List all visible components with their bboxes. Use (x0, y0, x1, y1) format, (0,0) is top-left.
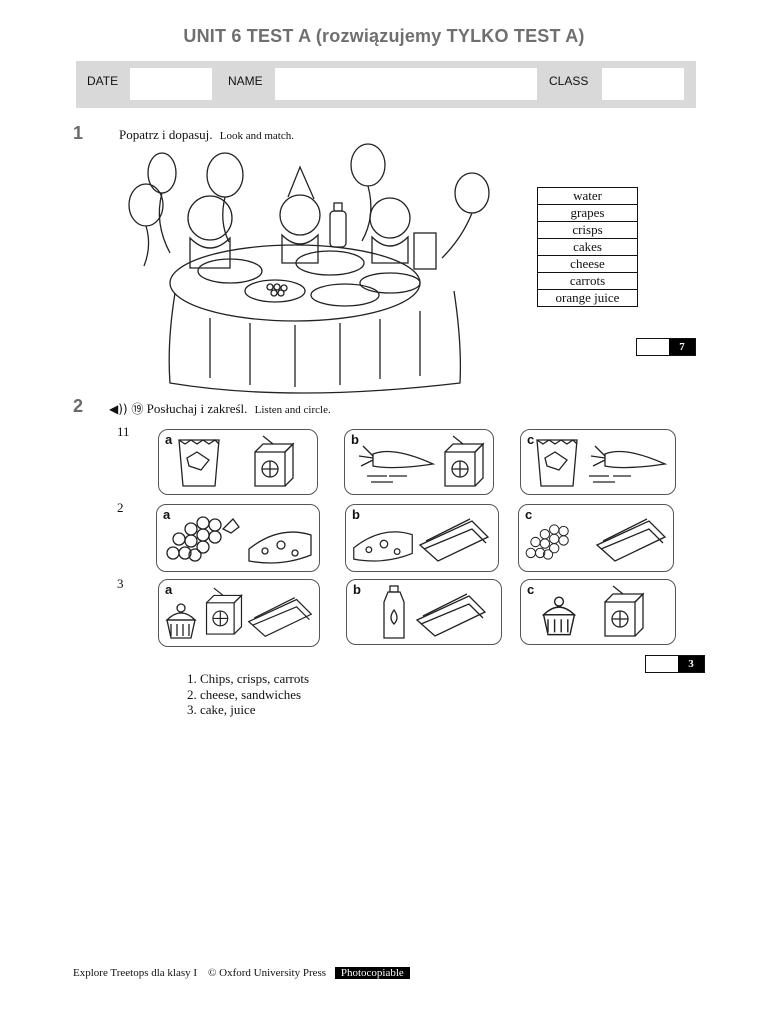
carrot-icon (589, 445, 668, 483)
max-points: 3 (678, 656, 704, 672)
word-row: cheese (537, 255, 638, 273)
answer-line: 2. cheese, sandwiches (187, 686, 302, 702)
juice-box-icon (444, 435, 485, 487)
page-footer: Explore Treetops dla klasy I © Oxford Un… (73, 967, 410, 979)
instruction-polish: Posłuchaj i zakreśl. (146, 401, 248, 416)
score-box: 3 (645, 655, 705, 673)
sandwich-icon (415, 593, 487, 637)
max-points: 7 (669, 339, 695, 355)
answer-line: 1. Chips, crisps, carrots (187, 671, 310, 686)
word-cell[interactable]: orange juice (537, 289, 638, 307)
date-field[interactable] (130, 68, 212, 100)
footer-publisher: © Oxford University Press (208, 967, 327, 979)
exercise-instruction: Popatrz i dopasuj. Look and match. (119, 127, 294, 143)
row-number: 2 (117, 500, 124, 515)
answer-option-card[interactable]: a (158, 579, 320, 647)
cake-icon (541, 596, 577, 636)
cake-icon (165, 603, 197, 639)
option-letter: a (163, 507, 171, 522)
row-number: 3 (117, 576, 124, 591)
word-cell[interactable]: water (537, 187, 638, 205)
option-letter: c (527, 582, 535, 597)
word-cell[interactable]: cheese (537, 255, 638, 273)
water-bottle-icon (383, 585, 405, 639)
score-field[interactable] (637, 339, 669, 355)
photocopiable-badge: Photocopiable (334, 967, 410, 979)
option-letter: a (165, 582, 173, 597)
answer-option-card[interactable]: a (158, 429, 318, 495)
class-label: CLASS (549, 74, 589, 88)
option-letter: b (352, 507, 360, 522)
answer-option-card[interactable]: b (344, 429, 494, 495)
cheese-icon (248, 531, 312, 564)
audio-track-icon: ◀)) ⑲ (109, 402, 144, 416)
word-row: water (537, 187, 638, 205)
grapes-icon (166, 516, 240, 562)
answer-option-card[interactable]: a (156, 504, 320, 572)
word-cell[interactable]: carrots (537, 272, 638, 290)
option-letter: b (353, 582, 361, 597)
word-row: carrots (537, 272, 638, 290)
option-letter: c (525, 507, 533, 522)
footer-book: Explore Treetops dla klasy I (73, 967, 198, 979)
word-list: water grapes crisps cakes cheese carrots… (537, 187, 638, 307)
option-letter: c (527, 432, 535, 447)
answer-list: 1. Chips, crisps, carrots 2. cheese, san… (187, 671, 309, 718)
score-box: 7 (636, 338, 696, 356)
instruction-english: Look and match. (219, 130, 294, 142)
class-field[interactable] (602, 68, 684, 100)
word-cell[interactable]: grapes (537, 204, 638, 222)
sandwich-icon (595, 518, 667, 562)
word-cell[interactable]: crisps (537, 221, 638, 239)
instruction-english: Listen and circle. (254, 404, 331, 416)
row-number: 11 (117, 424, 130, 439)
sandwich-icon (247, 597, 313, 638)
crisps-icon (178, 439, 220, 487)
party-illustration (120, 143, 520, 398)
option-letter: b (351, 432, 359, 447)
crisps-icon (536, 439, 578, 487)
name-field[interactable] (275, 68, 537, 100)
exercise-number: 2 (73, 396, 84, 416)
word-row: crisps (537, 221, 638, 239)
sandwich-icon (418, 518, 490, 562)
cheese-icon (353, 531, 413, 562)
answer-option-card[interactable]: b (346, 579, 502, 645)
word-cell[interactable]: cakes (537, 238, 638, 256)
answer-option-card[interactable]: b (345, 504, 499, 572)
instruction-polish: Popatrz i dopasuj. (119, 127, 213, 142)
word-row: orange juice (537, 289, 638, 307)
word-row: cakes (537, 238, 638, 256)
answer-option-card[interactable]: c (518, 504, 674, 572)
student-info-bar: DATE NAME CLASS (76, 61, 696, 108)
name-label: NAME (228, 74, 263, 88)
juice-box-icon (604, 585, 645, 637)
grapes-icon (525, 524, 569, 560)
score-field[interactable] (646, 656, 678, 672)
carrot-icon (358, 445, 436, 483)
answer-line: 3. cake, juice (187, 702, 256, 717)
exercise-number: 1 (73, 123, 84, 143)
option-letter: a (165, 432, 173, 447)
answer-option-card[interactable]: c (520, 579, 676, 645)
exercise-instruction: ◀)) ⑲ Posłuchaj i zakreśl. Listen and ci… (109, 400, 331, 417)
word-table: water grapes crisps cakes cheese carrots… (537, 187, 638, 307)
juice-box-icon (205, 587, 243, 635)
answer-option-card[interactable]: c (520, 429, 676, 495)
date-label: DATE (87, 74, 119, 88)
page-title: UNIT 6 TEST A (rozwiązujemy TYLKO TEST A… (183, 26, 585, 46)
word-row: grapes (537, 204, 638, 222)
juice-box-icon (254, 435, 295, 487)
